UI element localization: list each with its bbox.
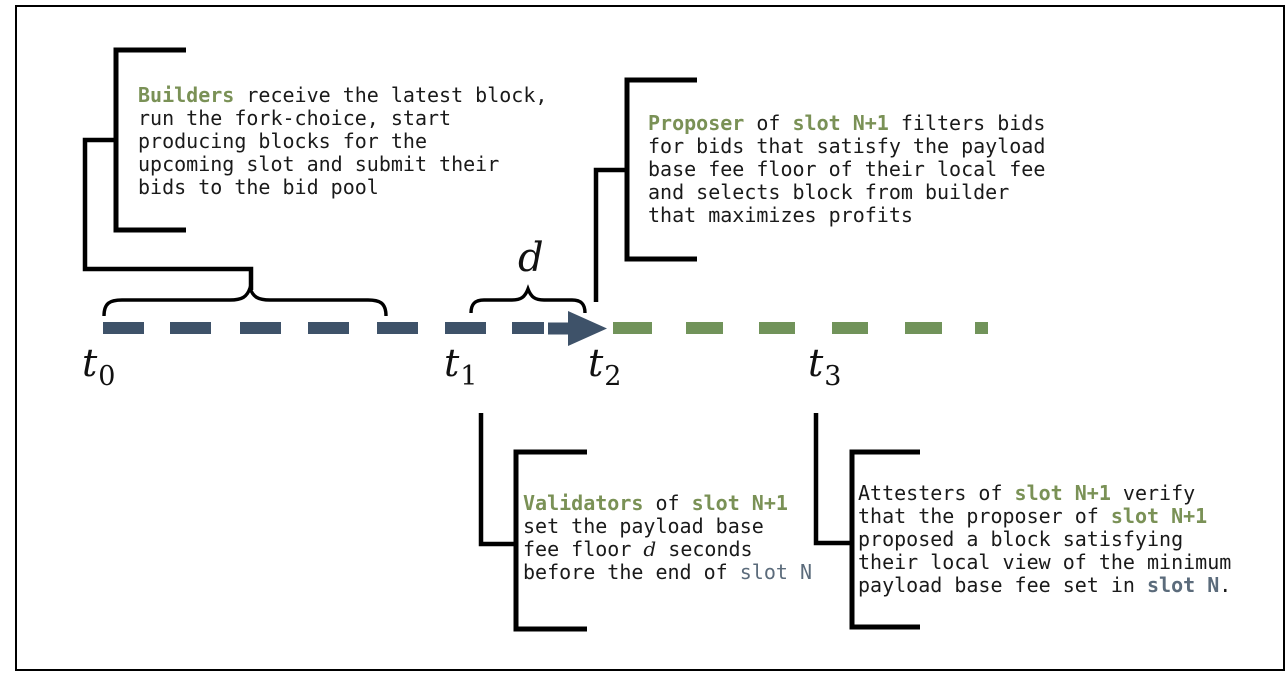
proposer-connector bbox=[593, 167, 627, 302]
proposer-note: Proposer of slot N+1 filters bids for bi… bbox=[648, 111, 1046, 227]
timeline-label-t0: t0 bbox=[82, 341, 116, 392]
attesters-connector bbox=[813, 413, 852, 546]
timeline-slot-n-dashes bbox=[103, 322, 544, 334]
slot-n-brace bbox=[102, 282, 388, 317]
timeline-slot-n1-dashes bbox=[613, 322, 988, 334]
builders-connector bbox=[82, 137, 254, 290]
timeline-label-t1: t1 bbox=[444, 341, 478, 392]
timeline-arrow bbox=[548, 311, 607, 346]
d-interval-brace bbox=[469, 284, 587, 314]
d-interval-label: d bbox=[518, 235, 544, 281]
validators-bracket bbox=[513, 449, 587, 632]
timeline-label-t2: t2 bbox=[588, 341, 622, 392]
builders-note: Builders receive the latest block, run t… bbox=[138, 83, 548, 199]
timeline-label-t3: t3 bbox=[808, 341, 842, 392]
attesters-bracket bbox=[849, 449, 920, 630]
diagram-border bbox=[15, 5, 1285, 671]
attesters-note: Attesters of slot N+1 verify that the pr… bbox=[858, 481, 1232, 597]
validators-connector bbox=[478, 413, 516, 547]
validators-note: Validators of slot N+1 set the payload b… bbox=[523, 491, 812, 584]
